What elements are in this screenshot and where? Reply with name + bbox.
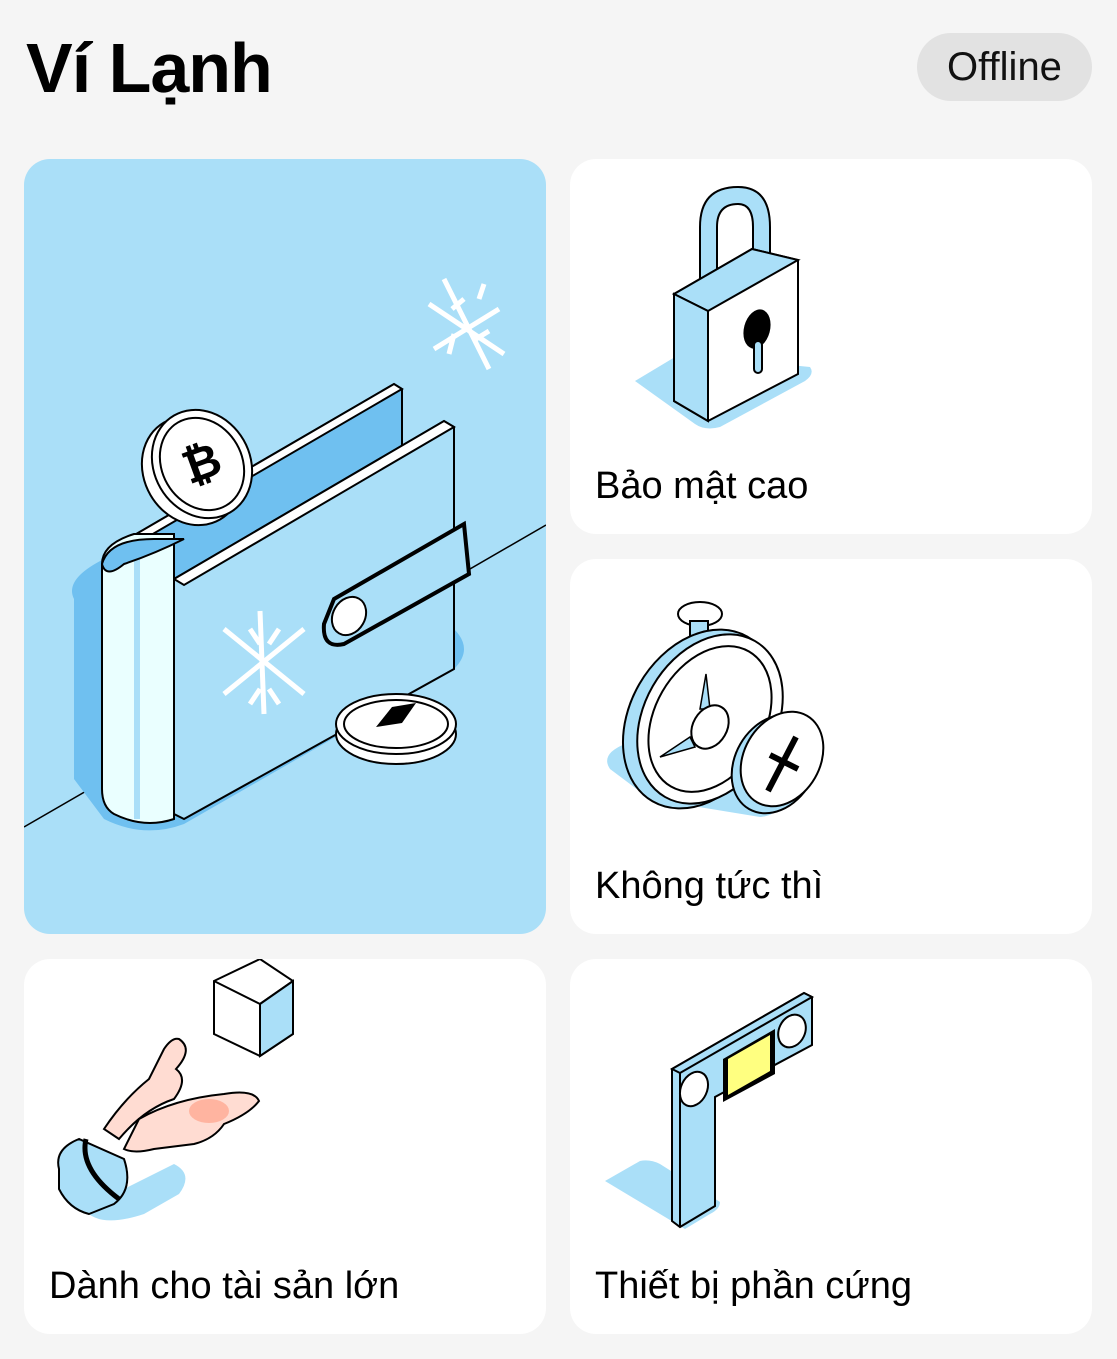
feature-label: Bảo mật cao <box>595 465 809 507</box>
feature-label: Không tức thì <box>595 865 824 907</box>
hero-card-cold-wallet[interactable]: ₿ <box>24 159 546 934</box>
hand-holding-cube-icon <box>57 959 294 1221</box>
snowflake-icon <box>427 277 506 371</box>
feature-card-not-instant[interactable]: Không tức thì <box>570 559 1092 934</box>
stopwatch-x-icon <box>607 601 825 817</box>
feature-card-security[interactable]: Bảo mật cao <box>570 159 1092 534</box>
feature-card-hardware[interactable]: Thiết bị phần cứng <box>570 959 1092 1334</box>
snowflake-icon <box>222 610 306 715</box>
wallet-with-coins-icon: ₿ <box>24 277 546 831</box>
padlock-icon <box>635 185 812 429</box>
feature-label: Thiết bị phần cứng <box>595 1265 912 1307</box>
hardware-device-icon <box>605 991 815 1229</box>
feature-label: Dành cho tài sản lớn <box>49 1265 400 1307</box>
status-badge[interactable]: Offline <box>917 33 1092 101</box>
bitcoin-coin-icon: ₿ <box>140 408 254 527</box>
feature-card-large-assets[interactable]: Dành cho tài sản lớn <box>24 959 546 1334</box>
ethereum-coin-icon <box>335 693 457 765</box>
page-title: Ví Lạnh <box>26 29 273 107</box>
